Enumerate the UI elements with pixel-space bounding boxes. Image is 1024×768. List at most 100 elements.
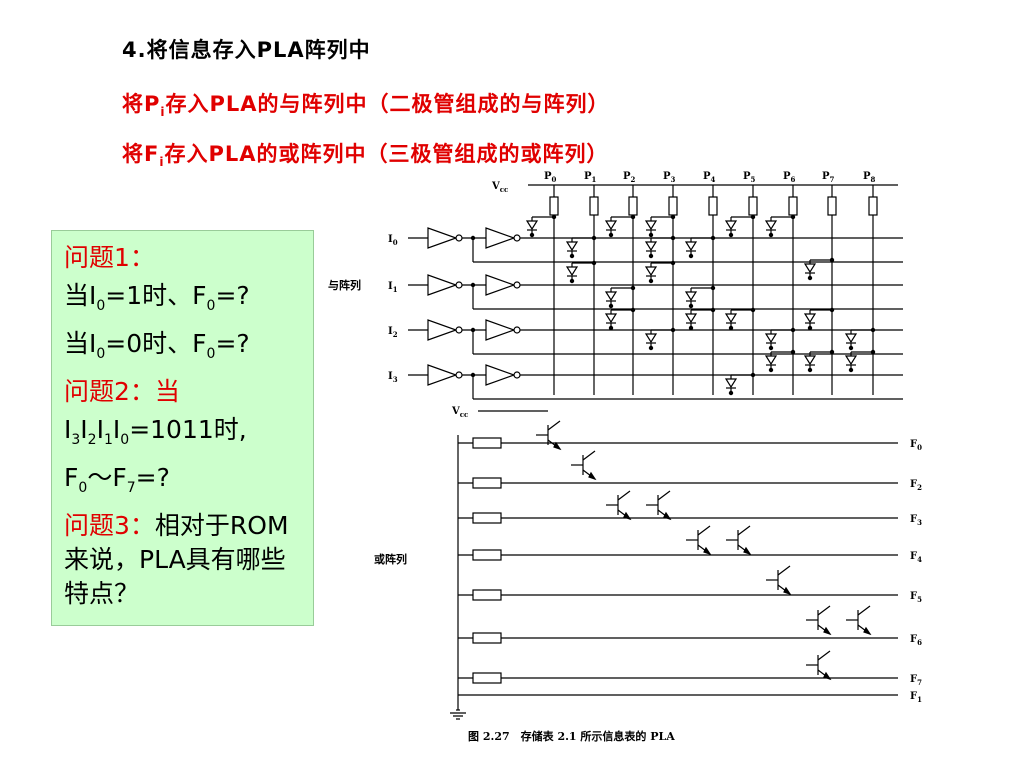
line2-post: 存入PLA的或阵列中（三极管组成的或阵列） — [164, 142, 609, 166]
diode-icon — [803, 313, 817, 324]
input-label-2: I2 — [388, 326, 398, 339]
line1-post: 存入PLA的与阵列中（二极管组成的与阵列） — [165, 92, 610, 116]
buffer-icon — [485, 227, 516, 249]
p-label-3: P3 — [663, 171, 676, 184]
input-label-1: I1 — [388, 281, 398, 294]
vcc-mid-label: Vcc — [451, 406, 468, 419]
diode-icon — [724, 313, 738, 324]
diode-icon — [844, 333, 858, 344]
diode-icon — [644, 333, 658, 344]
and-array-label: 与阵列 — [328, 278, 361, 292]
p-label-1: P1 — [584, 171, 597, 184]
emitter-arrow — [623, 511, 632, 521]
output-label-0: F0 — [910, 439, 922, 452]
line1-pre: 将P — [122, 92, 161, 116]
q2-line-b: F0～F7=? — [64, 463, 170, 496]
emitter-arrow — [588, 471, 597, 481]
buffer-icon — [427, 274, 458, 296]
or-array-label: 或阵列 — [374, 552, 407, 566]
emitter-arrow — [743, 546, 752, 556]
emitter-arrow — [553, 441, 562, 451]
p-label-6: P6 — [783, 171, 796, 184]
diode-icon — [724, 220, 738, 231]
p-label-2: P2 — [623, 171, 636, 184]
q1-line-a: 当I0=1时、F0=? — [64, 281, 250, 314]
resistor-out-2 — [472, 512, 502, 524]
emitter-arrow — [863, 626, 872, 636]
diode-icon — [565, 266, 579, 277]
resistor-p7 — [827, 196, 837, 216]
p-label-8: P8 — [863, 171, 876, 184]
output-label-5: F6 — [910, 634, 922, 647]
q1-line-b: 当I0=0时、F0=? — [64, 329, 250, 362]
diode-icon — [684, 291, 698, 302]
output-label-2: F3 — [910, 514, 922, 527]
diode-icon — [604, 220, 618, 231]
slide-title: 4.将信息存入PLA阵列中 — [122, 38, 371, 62]
diode-icon — [604, 291, 618, 302]
output-label-6: F7 — [910, 674, 922, 687]
resistor-out-1 — [472, 477, 502, 489]
question-box: 问题1： 当I0=1时、F0=? 当I0=0时、F0=? 问题2：当 I3I2I… — [51, 230, 314, 626]
and-array-instruction: 将Pi存入PLA的与阵列中（二极管组成的与阵列） — [122, 88, 610, 119]
diode-icon — [803, 263, 817, 274]
resistor-p8 — [868, 196, 878, 216]
diode-icon — [644, 266, 658, 277]
resistor-p2 — [628, 196, 638, 216]
buffer-icon — [485, 364, 516, 386]
or-array-instruction: 将Fi存入PLA的或阵列中（三极管组成的或阵列） — [122, 138, 609, 169]
diode-icon — [565, 241, 579, 252]
buffer-icon — [485, 319, 516, 341]
output-label-4: F5 — [910, 591, 922, 604]
resistor-out-5 — [472, 632, 502, 644]
diode-icon — [844, 355, 858, 366]
resistor-out-6 — [472, 672, 502, 684]
diode-icon — [684, 241, 698, 252]
q2-line-a: I3I2I1I0=1011时, — [64, 415, 247, 448]
q3-text: 相对于ROM来说，PLA具有哪些特点？ — [64, 511, 289, 608]
diode-icon — [764, 355, 778, 366]
resistor-p4 — [708, 196, 718, 216]
diode-icon — [525, 220, 539, 231]
line2-pre: 将F — [122, 142, 160, 166]
buffer-icon — [427, 364, 458, 386]
resistor-p0 — [549, 196, 559, 216]
diode-icon — [764, 220, 778, 231]
resistor-p5 — [748, 196, 758, 216]
p-label-7: P7 — [822, 171, 835, 184]
emitter-arrow — [663, 511, 672, 521]
resistor-out-0 — [472, 437, 502, 449]
resistor-p6 — [788, 196, 798, 216]
figure-caption: 图 2.27 存储表 2.1 所示信息表的 PLA — [468, 729, 675, 743]
buffer-icon — [427, 319, 458, 341]
q2-label: 问题2：当 — [64, 377, 180, 406]
emitter-arrow — [783, 586, 792, 596]
emitter-arrow — [823, 626, 832, 636]
resistor-p1 — [589, 196, 599, 216]
buffer-icon — [485, 274, 516, 296]
diode-icon — [803, 355, 817, 366]
output-label-3: F4 — [910, 551, 922, 564]
q3-line: 问题3：相对于ROM来说，PLA具有哪些特点？ — [64, 509, 301, 611]
buffer-icon — [427, 227, 458, 249]
output-label-1: F2 — [910, 479, 922, 492]
line2-sub: i — [159, 155, 165, 170]
p-label-4: P4 — [703, 171, 716, 184]
input-label-0: I0 — [388, 234, 398, 247]
diode-icon — [724, 378, 738, 389]
line1-sub: i — [160, 105, 166, 120]
p-label-5: P5 — [743, 171, 756, 184]
diode-icon — [684, 313, 698, 324]
q3-label: 问题3： — [64, 511, 155, 540]
ground-icon — [450, 712, 466, 720]
emitter-arrow — [823, 671, 832, 681]
vcc-top-label: Vcc — [491, 181, 508, 194]
q1-label: 问题1： — [64, 243, 155, 272]
p-label-0: P0 — [544, 171, 557, 184]
diode-icon — [604, 313, 618, 324]
input-label-3: I3 — [388, 371, 398, 384]
diode-icon — [644, 220, 658, 231]
resistor-out-4 — [472, 589, 502, 601]
diode-icon — [764, 333, 778, 344]
